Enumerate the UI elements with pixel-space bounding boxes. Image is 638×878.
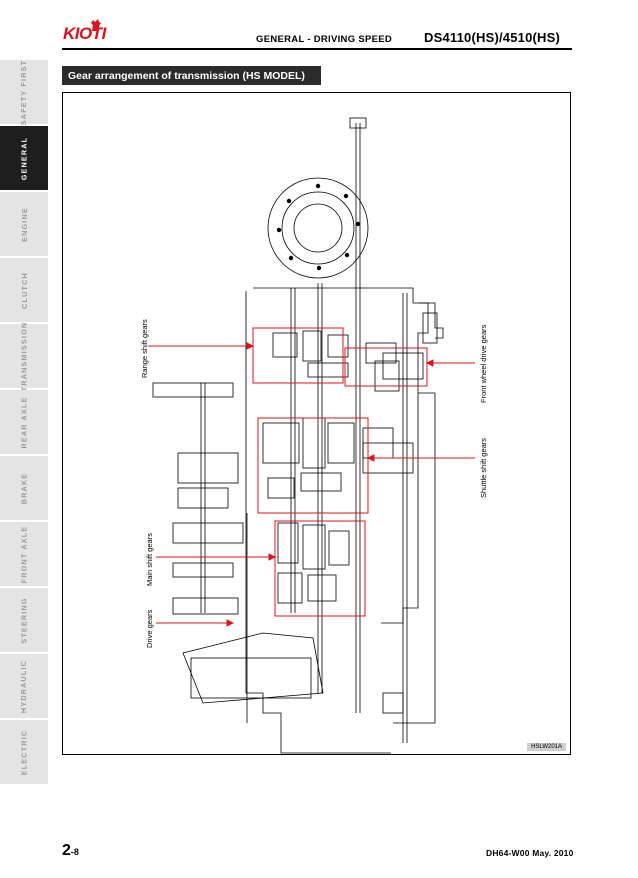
gear-arrangement-drawing	[148, 117, 475, 754]
tab-brake[interactable]: BRAKE	[0, 456, 48, 522]
label-drive-gears: Drive gears	[145, 609, 154, 648]
label-shuttle-shift-gears: Shuttle shift gears	[479, 437, 488, 498]
tab-rear-axle[interactable]: REAR AXLE	[0, 390, 48, 456]
section-title: GENERAL - DRIVING SPEED	[256, 34, 393, 45]
page-number: 2-8	[62, 842, 79, 859]
tab-transmission[interactable]: TRANSMISSION	[0, 321, 48, 391]
figure-code: HSLW201A	[527, 743, 566, 751]
tab-electric[interactable]: ELECTRIC	[0, 720, 48, 786]
tab-engine[interactable]: ENGINE	[0, 192, 48, 258]
label-range-shift-gears: Range shift gears	[140, 319, 149, 378]
label-main-shift-gears: Main shift gears	[145, 533, 154, 586]
document-code: DH64-W00 May. 2010	[486, 848, 574, 858]
figure-title: Gear arrangement of transmission (HS MOD…	[62, 66, 321, 85]
label-front-wheel-drive-gears: Front wheel drive gears	[479, 324, 488, 403]
tab-steering[interactable]: STEERING	[0, 588, 48, 654]
model-name: DS4110(HS)/4510(HS)	[424, 30, 561, 45]
dog-logo-icon	[91, 19, 101, 31]
tab-front-axle[interactable]: FRONT AXLE	[0, 522, 48, 588]
tab-clutch[interactable]: CLUTCH	[0, 258, 48, 324]
tab-general[interactable]: GENERAL	[0, 126, 48, 192]
tab-hydraulic[interactable]: HYDRAULIC	[0, 654, 48, 720]
header-divider	[62, 48, 572, 50]
transmission-diagram: Range shift gears Main shift gears Drive…	[62, 92, 571, 755]
tab-safety-first[interactable]: SAFETY FIRST	[0, 59, 48, 126]
